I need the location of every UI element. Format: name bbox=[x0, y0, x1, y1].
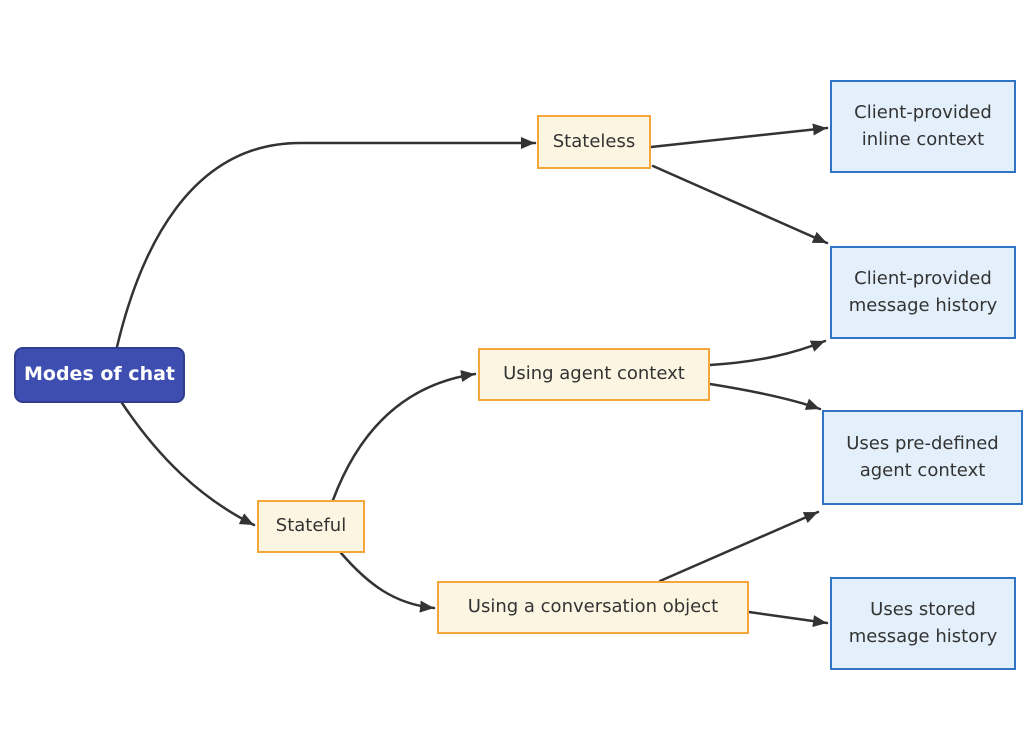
node-client-provided-inline-context: Client-provided inline context bbox=[830, 80, 1016, 173]
edge-stateful-to-conversation-object bbox=[339, 551, 436, 613]
node-uses-stored-message-history: Uses stored message history bbox=[830, 577, 1016, 670]
node-using-agent-context: Using agent context bbox=[478, 348, 710, 401]
node-using-a-conversation-object: Using a conversation object bbox=[437, 581, 749, 634]
edge-stateful-to-agent-context bbox=[331, 370, 477, 502]
edge-stateless-to-inline-context bbox=[649, 123, 829, 149]
edge-agent-context-to-predefined-context bbox=[708, 382, 822, 411]
edge-agent-context-to-message-history bbox=[708, 339, 827, 367]
node-modes-of-chat: Modes of chat bbox=[14, 347, 185, 403]
edge-root-to-stateful bbox=[120, 401, 256, 527]
edge-conversation-object-to-predefined-context bbox=[658, 510, 820, 583]
node-stateful: Stateful bbox=[257, 500, 365, 553]
node-stateless: Stateless bbox=[537, 115, 651, 169]
edge-stateless-to-message-history bbox=[651, 164, 829, 245]
node-client-provided-message-history: Client-provided message history bbox=[830, 246, 1016, 339]
edge-root-to-stateless bbox=[115, 137, 537, 349]
node-uses-predefined-agent-context: Uses pre-defined agent context bbox=[822, 410, 1023, 505]
edge-conversation-object-to-stored-history bbox=[747, 610, 829, 628]
